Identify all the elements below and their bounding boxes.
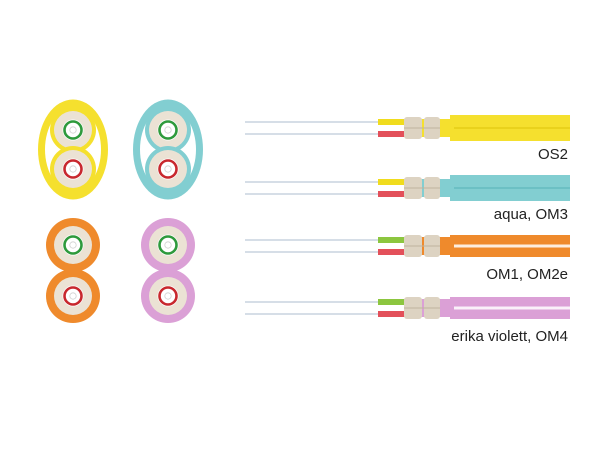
jacket-split xyxy=(450,306,570,310)
cross-section-3 xyxy=(141,218,195,323)
cross-section-0 xyxy=(38,99,108,200)
fiber-top-fiber-coating xyxy=(158,120,178,140)
jacket-seam xyxy=(450,127,570,129)
cross-section-2 xyxy=(46,218,100,323)
fiber-top-core xyxy=(164,241,172,249)
cable-side-views xyxy=(245,115,570,319)
fiber-top-core xyxy=(164,126,172,134)
jacket-split xyxy=(450,244,570,248)
cable-label-om4: erika violett, OM4 xyxy=(451,328,568,345)
coated-fiber-top xyxy=(378,237,414,243)
coated-fiber-bottom xyxy=(378,191,414,197)
fiber-top-fiber-coating xyxy=(63,235,83,255)
fiber-bottom-fiber-coating xyxy=(158,159,178,179)
fiber-top-fiber-coating xyxy=(158,235,178,255)
coated-fiber-bottom xyxy=(378,249,414,255)
fiber-bottom-core xyxy=(164,292,172,300)
fiber-bottom-fiber-coating xyxy=(158,286,178,306)
coated-fiber-top xyxy=(378,119,414,125)
fiber-bottom-fiber-coating xyxy=(63,159,83,179)
coated-fiber-bottom xyxy=(378,311,414,317)
cable-label-om1-om2e: OM1, OM2e xyxy=(486,266,568,283)
cross-section-1 xyxy=(133,99,203,200)
fiber-bottom-core xyxy=(164,165,172,173)
side-view-3 xyxy=(245,297,570,319)
fiber-bottom-core xyxy=(69,292,77,300)
coated-fiber-bottom xyxy=(378,131,414,137)
cable-label-os2: OS2 xyxy=(537,146,568,163)
fiber-top-fiber-coating xyxy=(63,120,83,140)
fiber-bottom-fiber-coating xyxy=(63,286,83,306)
coated-fiber-top xyxy=(378,299,414,305)
fiber-top-core xyxy=(69,241,77,249)
side-view-2 xyxy=(245,235,570,257)
fiber-bottom-core xyxy=(69,165,77,173)
jacket-seam xyxy=(450,187,570,189)
cable-label-om3: aqua, OM3 xyxy=(493,206,568,223)
coated-fiber-top xyxy=(378,179,414,185)
side-view-1 xyxy=(245,175,570,201)
side-view-0 xyxy=(245,115,570,141)
cable-cross-sections xyxy=(38,99,203,323)
fiber-top-core xyxy=(69,126,77,134)
